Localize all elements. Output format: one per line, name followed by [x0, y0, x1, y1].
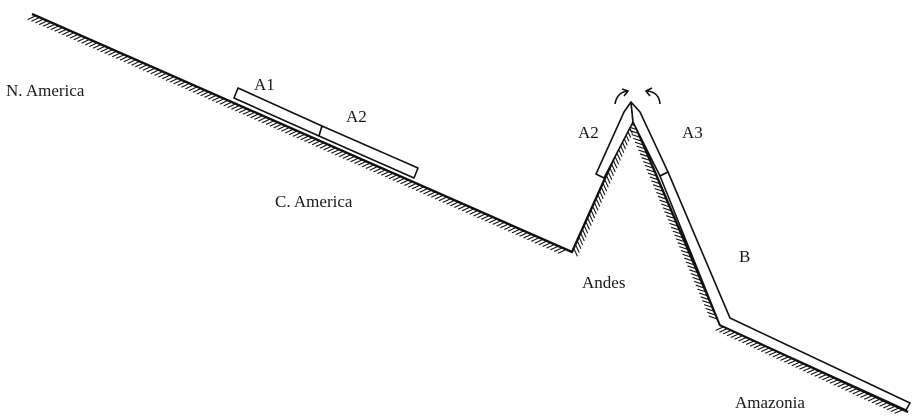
label-a2-andes: A2	[578, 123, 599, 142]
label-a2-lowland: A2	[346, 107, 367, 126]
right-dispersal-arrow	[646, 90, 661, 105]
label-andes: Andes	[582, 273, 625, 292]
ground-profile-line	[31, 12, 909, 414]
left-dispersal-arrow	[614, 90, 629, 105]
label-b: B	[739, 247, 750, 266]
band-a2-andes	[595, 101, 634, 179]
label-a3: A3	[682, 123, 703, 142]
left-arrowhead	[621, 88, 630, 97]
band-b	[659, 171, 911, 411]
label-central-america: C. America	[275, 192, 353, 211]
label-amazonia: Amazonia	[735, 393, 805, 412]
band-a2-lowland	[318, 125, 419, 179]
label-a1: A1	[254, 75, 275, 94]
label-north-america: N. America	[6, 81, 85, 100]
right-arrowhead	[644, 87, 653, 97]
ground-hatching	[27, 15, 904, 414]
